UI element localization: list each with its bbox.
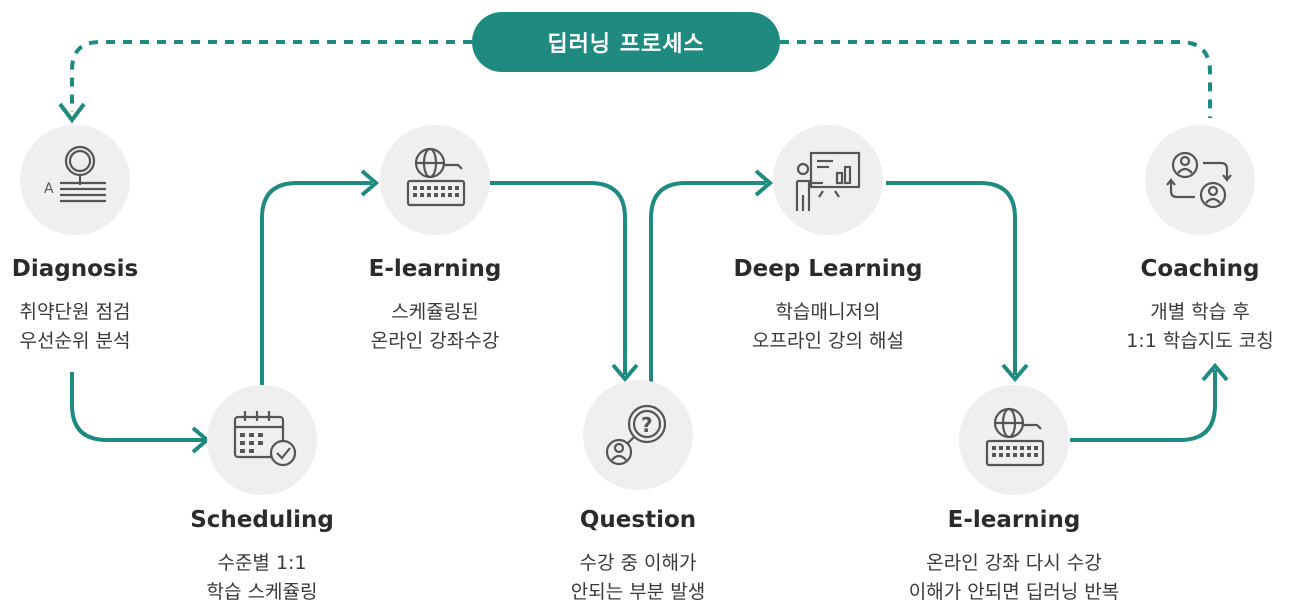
process-title: 딥러닝 프로세스: [472, 12, 780, 72]
step-name: Coaching: [1140, 256, 1260, 282]
step-coaching: Coaching 개별 학습 후 1:1 학습지도 코칭: [1050, 254, 1306, 356]
arrow-elearning-coaching: [1070, 370, 1217, 442]
arrow-deeplearning-elearning: [886, 181, 1017, 375]
loop-arrowhead: [58, 102, 86, 124]
loop-dashed-line: [70, 40, 472, 112]
step-elearning-2: E-learning 온라인 강좌 다시 수강 이해가 안되면 딥러닝 반복: [864, 505, 1164, 607]
arrowhead: [1001, 363, 1029, 383]
step-desc-line: 수준별 1:1: [217, 552, 307, 574]
step-description: 스케쥴링된 온라인 강좌수강: [285, 298, 585, 356]
arrowhead: [754, 169, 774, 197]
step-desc-line: 우선순위 분석: [19, 330, 131, 352]
question-circle: ?: [583, 380, 693, 490]
step-name: E-learning: [368, 256, 502, 282]
step-description: 온라인 강좌 다시 수강 이해가 안되면 딥러닝 반복: [864, 549, 1164, 607]
step-name: Diagnosis: [11, 256, 139, 282]
step-description: 개별 학습 후 1:1 학습지도 코칭: [1050, 298, 1306, 356]
calendar-check-icon: [233, 411, 297, 467]
step-desc-line: 스케쥴링된: [391, 301, 479, 323]
step-scheduling: Scheduling 수준별 1:1 학습 스케쥴링: [112, 505, 412, 607]
people-exchange-icon: [1166, 151, 1232, 209]
arrow-question-deeplearning: [649, 181, 766, 385]
step-name: Deep Learning: [733, 256, 923, 282]
elearning2-circle: [959, 385, 1069, 495]
step-diagnosis: Diagnosis 취약단원 점검 우선순위 분석: [0, 254, 225, 356]
step-deep-learning: Deep Learning 학습매니저의 오프라인 강의 해설: [678, 254, 978, 356]
arrowhead: [1201, 362, 1229, 382]
step-desc-line: 학습 스케쥴링: [206, 581, 318, 603]
question-person-icon: ?: [605, 404, 667, 466]
magnifier-document-icon: A: [44, 145, 106, 203]
step-elearning-1: E-learning 스케쥴링된 온라인 강좌수강: [285, 254, 585, 356]
step-description: 수강 중 이해가 안되는 부분 발생: [488, 549, 788, 607]
arrow-scheduling-elearning: [260, 181, 372, 385]
arrowhead: [611, 363, 639, 383]
step-desc-line: 학습매니저의: [775, 301, 881, 323]
step-description: 학습매니저의 오프라인 강의 해설: [678, 298, 978, 356]
step-desc-line: 온라인 강좌 다시 수강: [926, 552, 1102, 574]
arrowhead: [360, 169, 380, 197]
coaching-circle: [1145, 125, 1255, 235]
step-desc-line: 이해가 안되면 딥러닝 반복: [908, 581, 1120, 603]
step-desc-line: 안되는 부분 발생: [570, 581, 706, 603]
deeplearning-circle: [773, 125, 883, 235]
globe-keyboard-icon: [985, 407, 1045, 467]
svg-text:?: ?: [641, 413, 653, 437]
step-desc-line: 개별 학습 후: [1150, 301, 1250, 323]
step-description: 수준별 1:1 학습 스케쥴링: [112, 549, 412, 607]
diagnosis-circle: A: [20, 125, 130, 235]
loop-dashed-line-right: [780, 40, 1212, 118]
arrow-diagnosis-scheduling: [70, 372, 205, 442]
arrow-elearning-question: [490, 181, 627, 375]
step-desc-line: 수강 중 이해가: [579, 552, 697, 574]
step-name: E-learning: [947, 507, 1081, 533]
presentation-board-icon: [795, 151, 861, 211]
step-desc-line: 오프라인 강의 해설: [752, 330, 904, 352]
elearning1-circle: [380, 125, 490, 235]
globe-keyboard-icon: [406, 147, 466, 207]
step-desc-line: 1:1 학습지도 코칭: [1126, 330, 1274, 352]
step-name: Scheduling: [190, 507, 334, 533]
step-description: 취약단원 점검 우선순위 분석: [0, 298, 225, 356]
step-desc-line: 취약단원 점검: [19, 301, 131, 323]
step-question: Question 수강 중 이해가 안되는 부분 발생: [488, 505, 788, 607]
step-desc-line: 온라인 강좌수강: [370, 330, 500, 352]
step-name: Question: [579, 507, 697, 533]
svg-text:A: A: [44, 181, 54, 197]
scheduling-circle: [207, 385, 317, 495]
